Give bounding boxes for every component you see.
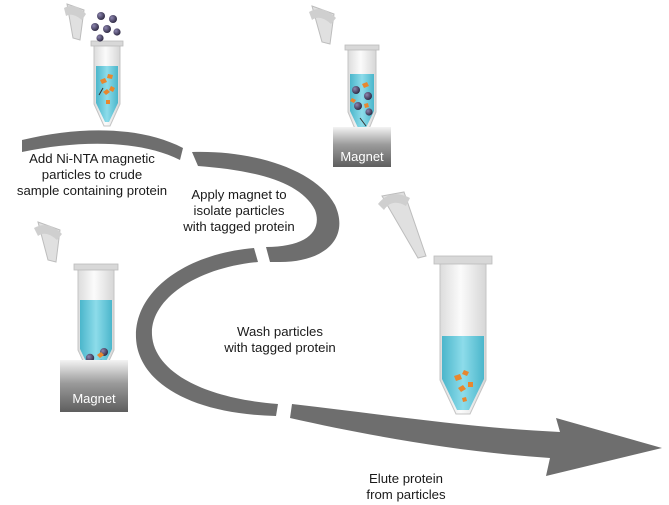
step-3-line-2: with tagged protein (224, 340, 336, 355)
tube-2 (309, 5, 380, 137)
arrow-segment-2 (192, 151, 340, 262)
step-4-caption: Elute protein from particles (346, 471, 466, 503)
tube-3 (34, 221, 119, 379)
arrow-segment-1 (22, 130, 183, 160)
arrow-segment-3 (135, 248, 278, 416)
step-3-line-1: Wash particles (237, 324, 323, 339)
magnet-2-label: Magnet (340, 149, 384, 164)
step-4-line-2: from particles (366, 487, 446, 502)
process-arrow (22, 130, 662, 476)
tube-1 (64, 3, 124, 127)
magnet-3-label: Magnet (72, 391, 116, 406)
arrow-segment-4 (290, 404, 662, 476)
step-1-line-3: sample containing protein (16, 183, 168, 198)
tube-4 (378, 191, 493, 415)
step-2-caption: Apply magnet to isolate particles with t… (172, 187, 306, 235)
magnet-3 (60, 360, 128, 412)
step-1-caption: Add Ni-NTA magnetic particles to crude s… (4, 151, 180, 199)
step-2-line-3: with tagged protein (183, 219, 295, 234)
step-4-line-1: Elute protein (368, 471, 444, 486)
step-2-line-2: isolate particles (193, 203, 285, 218)
step-2-line-1: Apply magnet to (191, 187, 287, 202)
step-1-line-1: Add Ni-NTA magnetic (29, 151, 155, 166)
step-3-caption: Wash particles with tagged protein (210, 324, 350, 356)
falling-beads (91, 12, 121, 42)
step-1-line-2: particles to crude (41, 167, 143, 182)
magnet-2 (333, 127, 391, 167)
